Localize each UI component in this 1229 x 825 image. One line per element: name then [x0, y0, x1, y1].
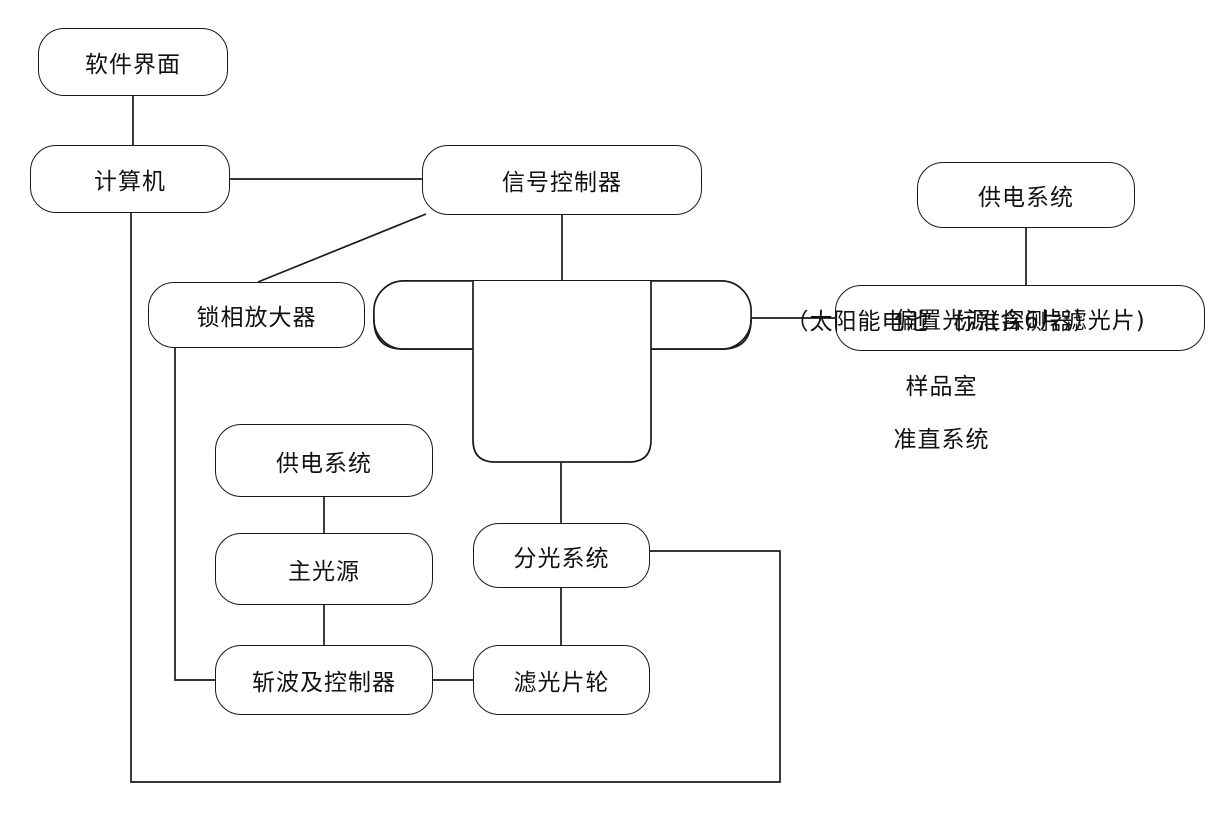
node-lockin-amplifier-label: 锁相放大器	[196, 305, 317, 331]
connector-lockin-amp-to-chopper	[174, 348, 215, 681]
sample-chamber-bottom-label: 准直系统	[893, 427, 990, 453]
sample-chamber-top-label: （太阳能电池 标准探测器）	[785, 309, 1098, 335]
node-chopper-controller-label: 斩波及控制器	[252, 670, 396, 696]
node-lockin-amplifier[interactable]: 锁相放大器	[148, 282, 365, 348]
sample-chamber-mid-label: 样品室	[905, 374, 978, 400]
node-main-light-source[interactable]: 主光源	[215, 533, 433, 605]
node-signal-controller[interactable]: 信号控制器	[422, 145, 702, 215]
node-spectrometer-label: 分光系统	[513, 545, 610, 572]
node-power-supply-mid-label: 供电系统	[276, 450, 372, 477]
node-computer-label: 计算机	[94, 169, 166, 195]
connector-signal-controller-to-lockin-amp	[257, 213, 427, 283]
node-spectrometer[interactable]: 分光系统	[473, 523, 650, 588]
node-filter-wheel-label: 滤光片轮	[513, 670, 610, 696]
node-power-supply-mid[interactable]: 供电系统	[215, 424, 433, 497]
node-software-ui-label: 软件界面	[85, 52, 181, 78]
node-bias-light-source[interactable]: 偏置光源(含6片滤光片)	[835, 285, 1205, 351]
node-main-light-source-label: 主光源	[288, 559, 360, 585]
node-bias-light-source-label: 偏置光源(含6片滤光片)	[894, 308, 1146, 334]
node-signal-controller-label: 信号控制器	[502, 170, 622, 196]
node-computer[interactable]: 计算机	[30, 145, 230, 213]
node-filter-wheel[interactable]: 滤光片轮	[473, 645, 650, 715]
node-software-ui[interactable]: 软件界面	[38, 28, 228, 96]
node-chopper-controller[interactable]: 斩波及控制器	[215, 645, 433, 715]
node-power-supply-top-label: 供电系统	[978, 185, 1074, 211]
node-power-supply-top[interactable]: 供电系统	[917, 162, 1135, 228]
